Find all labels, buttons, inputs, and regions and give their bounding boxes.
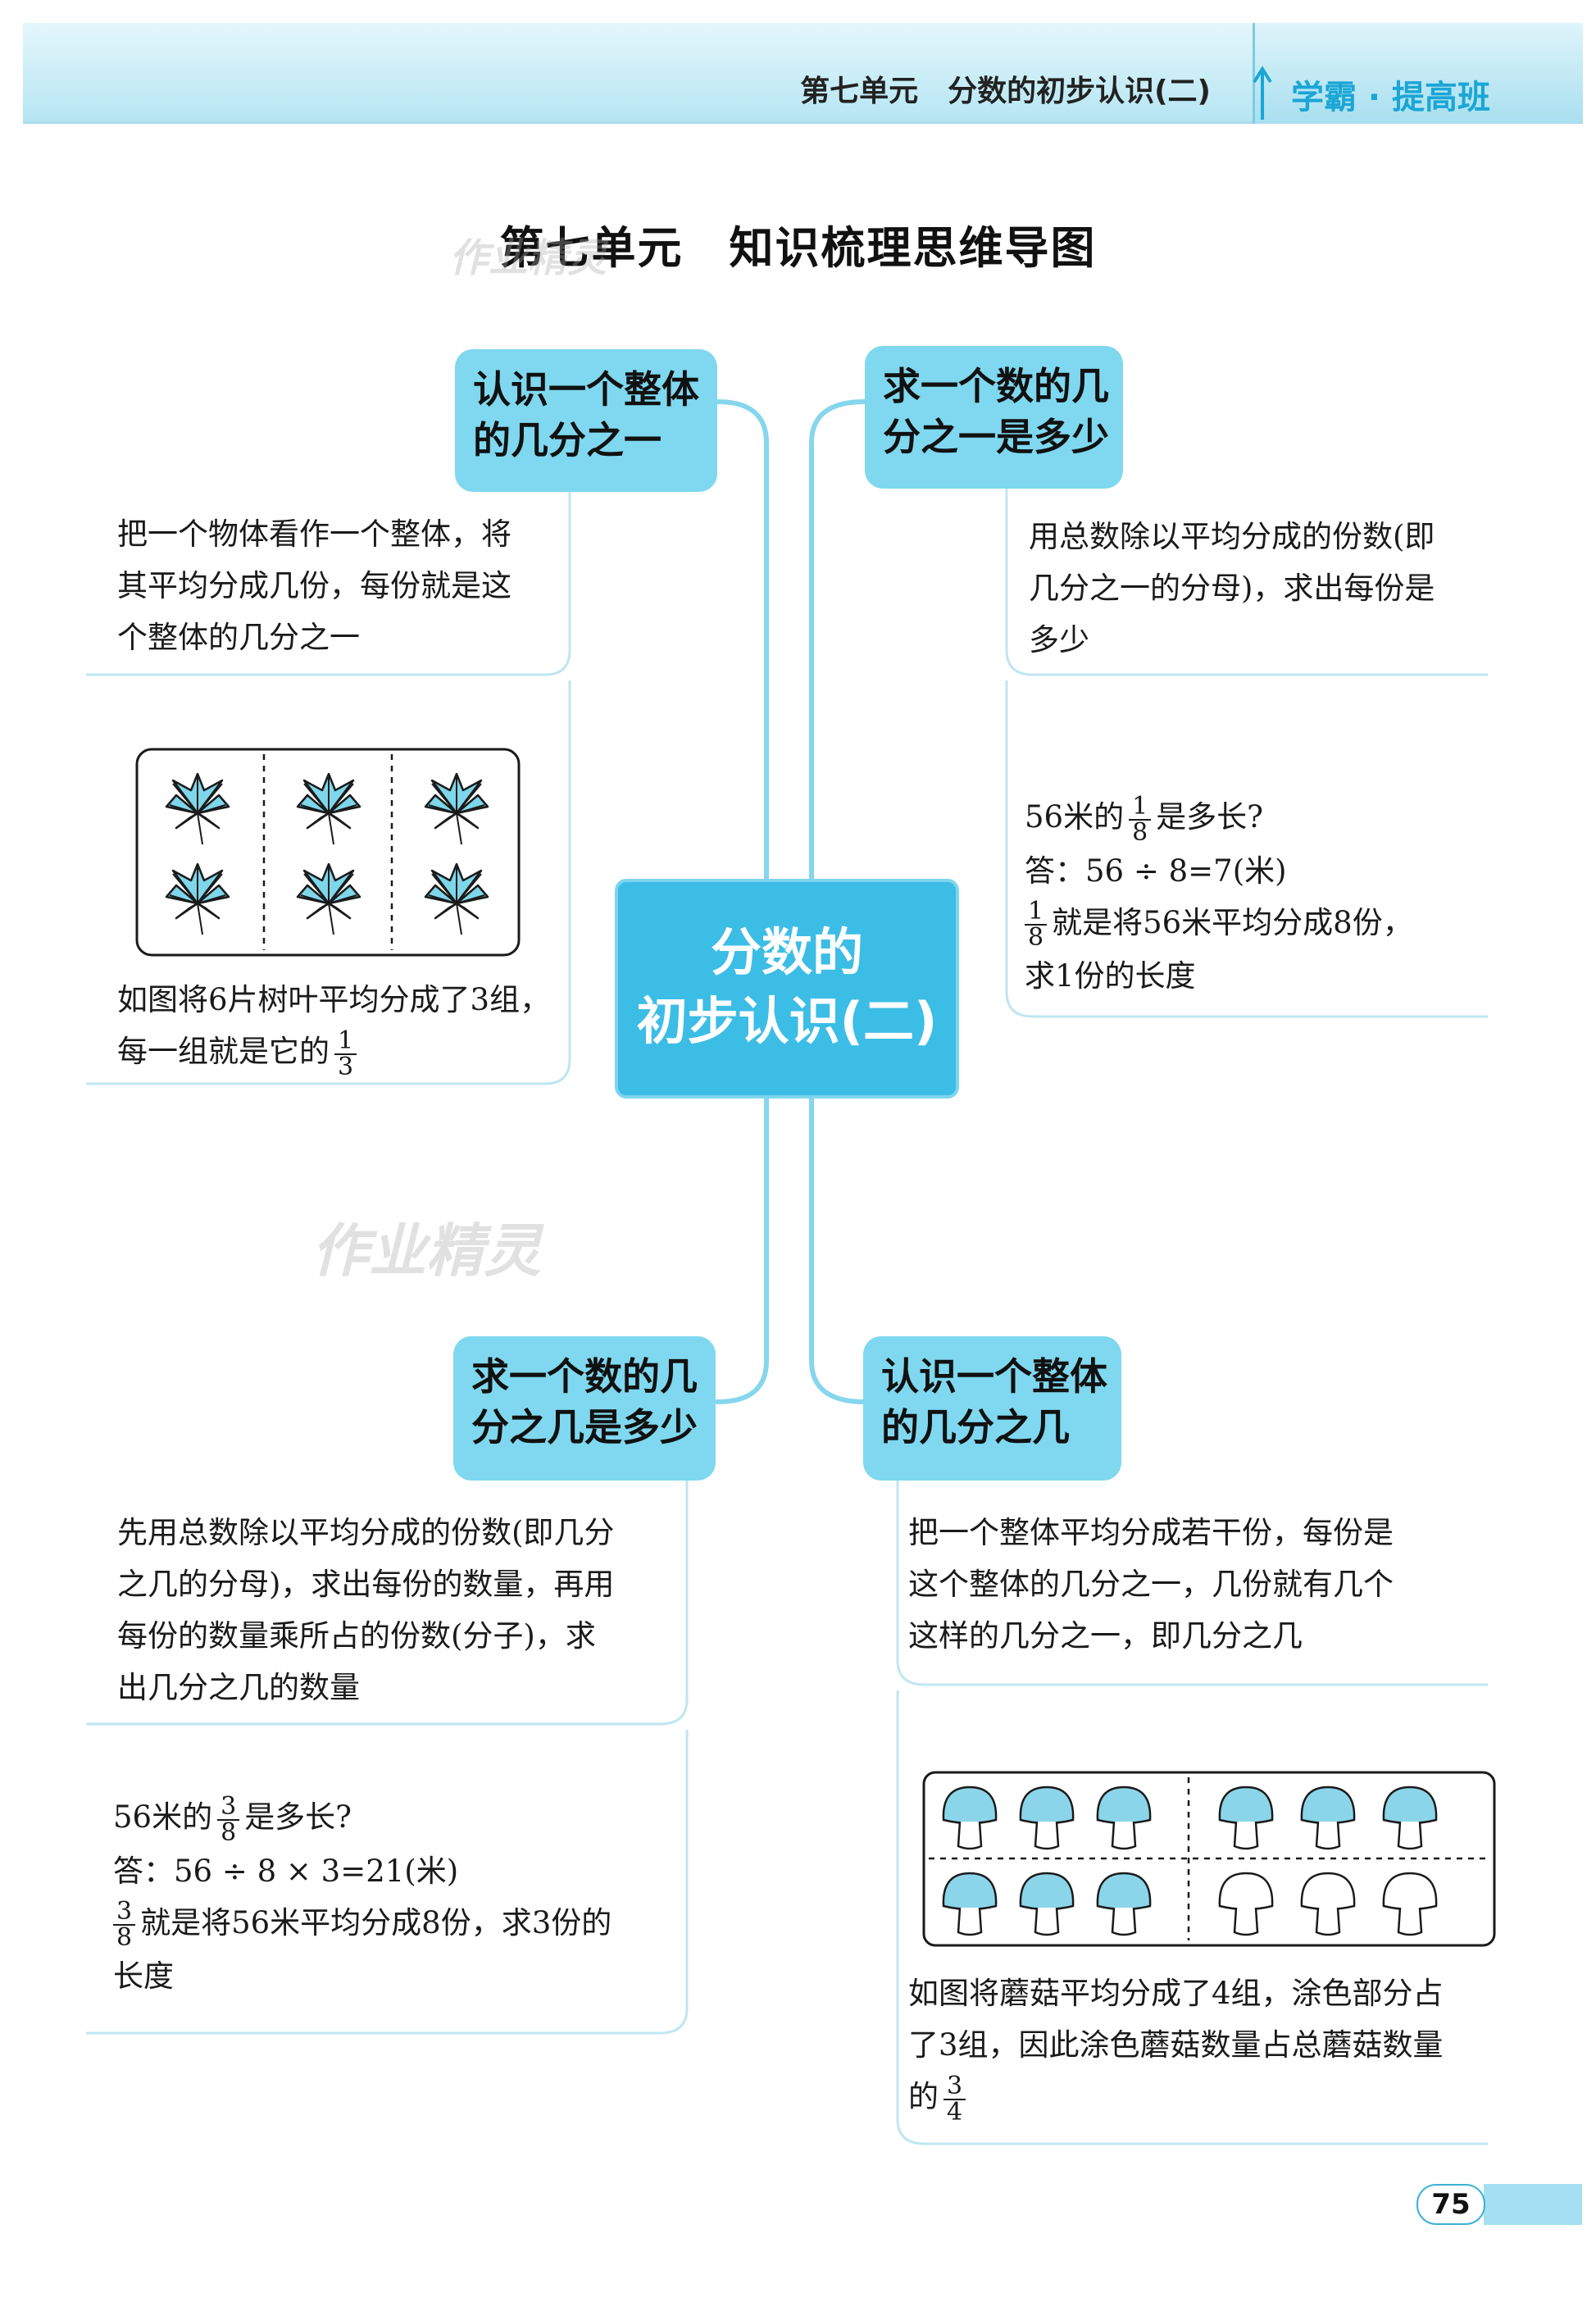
text-line: 这样的几分之一，即几分之几 bbox=[908, 1618, 1303, 1654]
fraction-denominator: 8 bbox=[221, 1817, 237, 1847]
topic-title-line2: 分之几是多少 bbox=[471, 1405, 698, 1449]
text-fragment: 就是将56米平均分成8份， bbox=[1052, 904, 1413, 940]
text-line: 把一个整体平均分成若干份，每份是 bbox=[908, 1515, 1394, 1550]
text-fragment: 是多长? bbox=[1156, 799, 1264, 835]
description-bottom-right: 把一个整体平均分成若干份，每份是 这个整体的几分之一，几份就有几个 这样的几分之… bbox=[908, 1507, 1394, 1662]
fraction-numerator: 3 bbox=[113, 1899, 136, 1926]
description-top-right: 用总数除以平均分成的份数(即 几分之一的分母)，求出每份是 多少 bbox=[1029, 511, 1435, 666]
text-line: 了3组，因此涂色蘑菇数量占总蘑菇数量 bbox=[908, 2027, 1444, 2063]
watermark: 作业精灵 bbox=[449, 235, 607, 281]
mushroom-grouping-figure bbox=[922, 1771, 1496, 1947]
topic-box-whole-several-parts: 认识一个整体 的几分之几 bbox=[863, 1336, 1121, 1481]
topic-title-line2: 的几分之一 bbox=[473, 418, 662, 462]
topic-box-find-several-parts: 求一个数的几 分之几是多少 bbox=[453, 1336, 716, 1481]
text-line: 先用总数除以平均分成的份数(即几分 bbox=[117, 1515, 615, 1550]
description-bottom-left: 先用总数除以平均分成的份数(即几分 之几的分母)，求出每份的数量，再用 每份的数… bbox=[117, 1507, 614, 1713]
text-line: 求1份的长度 bbox=[1025, 958, 1196, 994]
text-line: 每份的数量乘所占的份数(分子)，求 bbox=[117, 1618, 596, 1654]
unit-header-title: 第七单元 分数的初步认识(二) bbox=[800, 75, 1211, 108]
topic-title-line1: 认识一个整体 bbox=[881, 1354, 1107, 1399]
fraction-numerator: 3 bbox=[217, 1794, 240, 1821]
fraction-numerator: 1 bbox=[1129, 794, 1152, 821]
arrow-up-icon bbox=[1253, 66, 1272, 120]
text-line: 几分之一的分母)，求出每份是 bbox=[1029, 571, 1435, 606]
brand-area bbox=[1253, 23, 1583, 124]
watermark: 作业精灵 bbox=[311, 1217, 541, 1285]
topic-box-whole-one-part: 认识一个整体 的几分之一 bbox=[455, 349, 717, 492]
fraction-denominator: 8 bbox=[116, 1923, 133, 1952]
topic-title-line1: 求一个数的几 bbox=[883, 364, 1109, 408]
text-line: 答：56 ÷ 8 × 3=21(米) bbox=[113, 1853, 459, 1889]
text-line: 多少 bbox=[1029, 622, 1089, 657]
topic-title-line1: 求一个数的几 bbox=[471, 1354, 698, 1399]
center-topic-line2: 初步认识(二) bbox=[636, 991, 938, 1051]
text-line: 答：56 ÷ 8=7(米) bbox=[1025, 853, 1287, 889]
fraction-numerator: 3 bbox=[944, 2073, 966, 2100]
fraction-numerator: 1 bbox=[334, 1028, 357, 1055]
page-tab bbox=[1484, 2184, 1582, 2225]
text-line: 出几分之几的数量 bbox=[117, 1670, 360, 1705]
text-line: 用总数除以平均分成的份数(即 bbox=[1029, 519, 1435, 554]
fraction-denominator: 4 bbox=[947, 2097, 963, 2127]
text-fragment: 每一组就是它的 bbox=[117, 1034, 330, 1069]
text-fragment: 的 bbox=[908, 2079, 939, 2114]
text-fragment: 56米的 bbox=[113, 1799, 213, 1835]
text-line: 长度 bbox=[113, 1958, 174, 1994]
brand-name: 学霸 · 提高班 bbox=[1291, 79, 1491, 116]
page-title: 第七单元 知识梳理思维导图 bbox=[499, 222, 1097, 274]
text-fragment: 56米的 bbox=[1025, 799, 1125, 835]
topic-box-find-one-part: 求一个数的几 分之一是多少 bbox=[865, 346, 1123, 489]
center-topic: 分数的 初步认识(二) bbox=[615, 879, 959, 1099]
text-fragment: 是多长? bbox=[244, 1799, 352, 1835]
leaf-grouping-figure bbox=[135, 748, 521, 957]
text-line: 个整体的几分之一 bbox=[117, 620, 360, 655]
text-line: 其平均分成几份，每份就是这 bbox=[117, 568, 512, 603]
topic-title-line2: 分之一是多少 bbox=[883, 415, 1109, 459]
text-line: 如图将6片树叶平均分成了3组， bbox=[117, 982, 551, 1017]
text-line: 之几的分母)，求出每份的数量，再用 bbox=[117, 1567, 615, 1602]
fraction-numerator: 1 bbox=[1025, 899, 1048, 926]
fraction-denominator: 3 bbox=[338, 1052, 354, 1081]
page-number: 75 bbox=[1416, 2184, 1485, 2225]
text-fragment: 就是将56米平均分成8份，求3份的 bbox=[140, 1904, 612, 1940]
text-line: 这个整体的几分之一，几份就有几个 bbox=[908, 1567, 1394, 1602]
center-topic-line1: 分数的 bbox=[710, 922, 863, 982]
topic-title-line1: 认识一个整体 bbox=[473, 367, 699, 412]
topic-title-line2: 的几分之几 bbox=[881, 1405, 1070, 1449]
description-top-left: 把一个物体看作一个整体，将 其平均分成几份，每份就是这 个整体的几分之一 bbox=[117, 508, 512, 663]
fraction-denominator: 8 bbox=[1132, 817, 1148, 847]
text-line: 把一个物体看作一个整体，将 bbox=[117, 516, 512, 552]
text-line: 如图将蘑菇平均分成了4组，涂色部分占 bbox=[908, 1976, 1444, 2011]
fraction-denominator: 8 bbox=[1028, 923, 1044, 952]
